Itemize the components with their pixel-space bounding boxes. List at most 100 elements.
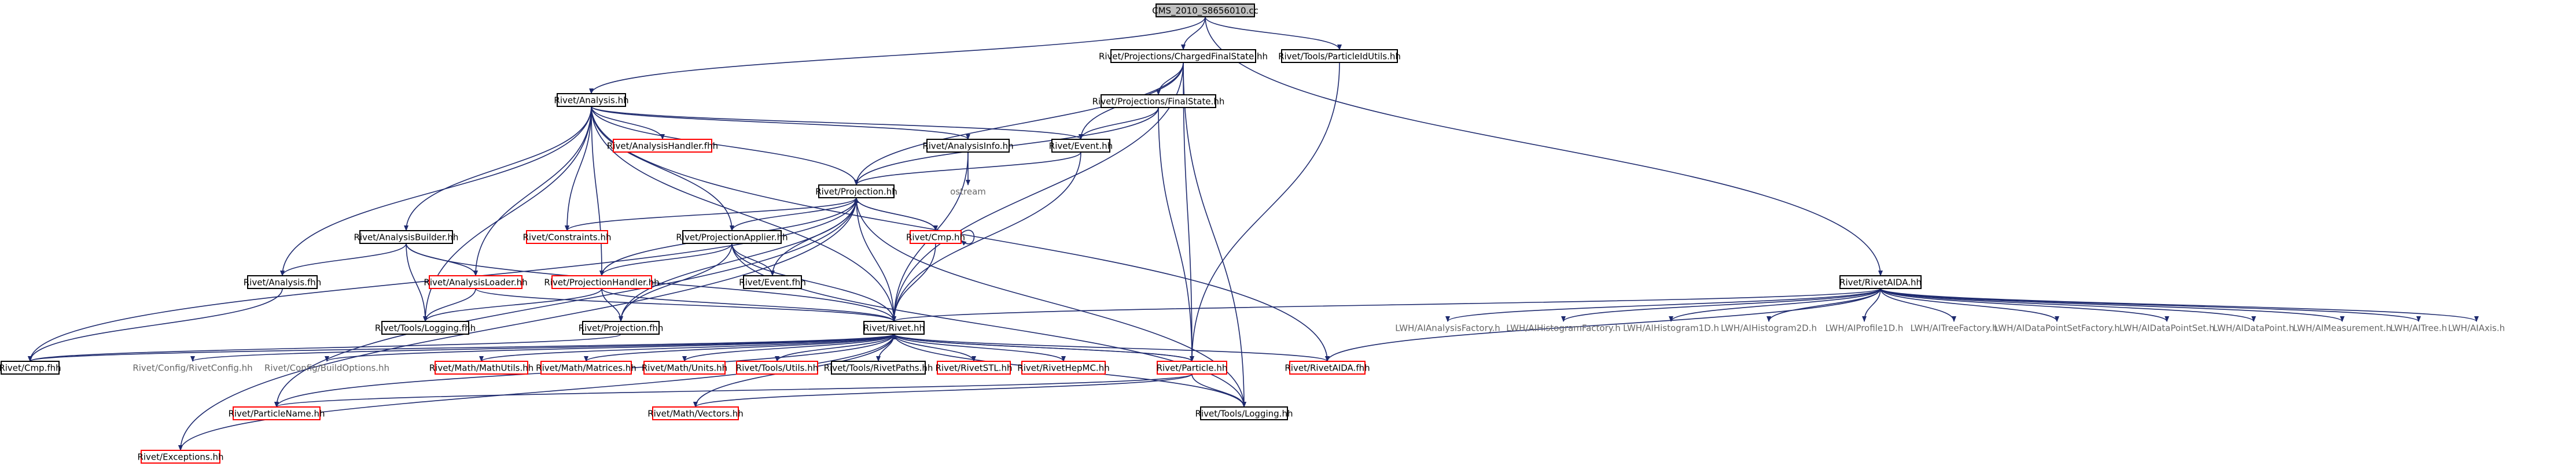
node-rivet-constraints-hh[interactable]: Rivet/Constraints.hh (523, 230, 612, 244)
node-rivet-analysisloader-hh[interactable]: Rivet/AnalysisLoader.hh (424, 275, 528, 289)
node-box (937, 361, 1011, 375)
node-rivet-cmp-hh[interactable]: Rivet/Cmp.hh (906, 230, 965, 244)
node-box (582, 321, 660, 335)
node-box (613, 139, 712, 153)
node-box (743, 275, 802, 289)
node-rivet-event-fhh[interactable]: Rivet/Event.fhh (739, 275, 806, 289)
node-label: Rivet/Exceptions.hh (137, 452, 223, 462)
edge-abuilder-to-logfhh (406, 243, 428, 322)
node-rivet-config-buildoptions-hh: Rivet/Config/BuildOptions.hh (264, 363, 389, 373)
node-label: Rivet/RivetAIDA.fhh (1285, 363, 1370, 373)
edge-analysis-to-aloader (473, 106, 592, 276)
node-rivet-config-rivetconfig-hh: Rivet/Config/RivetConfig.hh (133, 363, 252, 373)
edge-raida-to-lwh_dps (1880, 288, 2169, 322)
node-lwh-aidatapoint-h: LWH/AIDataPoint.h (2213, 323, 2294, 334)
edge-event-to-rivethh (892, 151, 1081, 322)
node-rivet-exceptions-hh[interactable]: Rivet/Exceptions.hh (137, 450, 224, 464)
node-cms-2010-s8656010-cc[interactable]: CMS_2010_S8656010.cc (1152, 3, 1258, 17)
edge-phandler-to-logfhh (423, 288, 602, 322)
edge-cfs-to-particle (1183, 62, 1194, 362)
node-label: LWH/AIHistogram2D.h (1721, 323, 1817, 334)
node-rivet-rivetstl-hh[interactable]: Rivet/RivetSTL.hh (935, 361, 1013, 375)
node-rivet-math-matrices-hh[interactable]: Rivet/Math/Matrices.hh (536, 361, 636, 375)
edge-cfs-to-rivethh (892, 62, 1184, 322)
node-rivet-projectionapplier-hh[interactable]: Rivet/ProjectionApplier.hh (676, 230, 788, 244)
node-label: Rivet/RivetAIDA.hh (1839, 277, 1922, 288)
node-label: Rivet/Config/BuildOptions.hh (264, 363, 389, 373)
node-rivet-math-vectors-hh[interactable]: Rivet/Math/Vectors.hh (647, 406, 744, 420)
node-label: Rivet/Constraints.hh (523, 232, 612, 243)
node-lwh-aimeasurement-h: LWH/AIMeasurement.h (2293, 323, 2391, 334)
edge-particle-to-rivethh (892, 334, 1193, 362)
node-box (381, 321, 469, 335)
node-label: Rivet/Tools/Logging.fhh (375, 323, 476, 334)
node-box (359, 230, 453, 244)
edge-rivethh-to-hepmc (893, 334, 1066, 362)
node-label: Rivet/AnalysisInfo.hh (922, 141, 1013, 151)
edge-projfhh-to-cmpfhh (28, 334, 621, 362)
node-rivet-cmp-fhh[interactable]: Rivet/Cmp.fhh (0, 361, 61, 375)
node-rivet-analysishandler-fhh[interactable]: Rivet/AnalysisHandler.fhh (607, 139, 718, 153)
edge-abuilder-to-afhh (280, 243, 407, 276)
node-rivet-tools-logging-fhh[interactable]: Rivet/Tools/Logging.fhh (375, 321, 476, 335)
node-box (1157, 361, 1227, 375)
node-rivet-particle-hh[interactable]: Rivet/Particle.hh (1157, 361, 1228, 375)
node-rivet-tools-rivetpaths-hh[interactable]: Rivet/Tools/RivetPaths.hh (824, 361, 933, 375)
edge-raida-to-lwh_dp (1880, 288, 2256, 322)
edge-cfs-to-fs (1156, 62, 1184, 95)
node-rivet-projections-chargedfinalstate-hh[interactable]: Rivet/Projections/ChargedFinalState.hh (1099, 49, 1268, 63)
node-rivet-math-mathutils-hh[interactable]: Rivet/Math/MathUtils.hh (429, 361, 534, 375)
node-rivet-projection-hh[interactable]: Rivet/Projection.hh (815, 184, 897, 198)
edge-aloader-to-logfhh (423, 288, 476, 322)
edge-raida-to-lwh_tree (1880, 288, 2421, 322)
node-box (1200, 406, 1288, 420)
edge-rivethh-to-stl (893, 334, 976, 362)
edge-raida-to-lwh_tf (1880, 288, 1956, 322)
edge-raida-to-lwh_p1 (1862, 288, 1881, 322)
node-label: LWH/AIDataPointSetFactory.h (1994, 323, 2119, 334)
node-box (233, 406, 321, 420)
node-rivet-tools-logging-hh[interactable]: Rivet/Tools/Logging.hh (1195, 406, 1293, 420)
node-lwh-aidatapointset-h: LWH/AIDataPointSet.h (2119, 323, 2215, 334)
node-rivet-tools-particleidutils-hh[interactable]: Rivet/Tools/ParticleIdUtils.hh (1278, 49, 1401, 63)
node-rivet-event-hh[interactable]: Rivet/Event.hh (1049, 139, 1113, 153)
node-rivet-projection-fhh[interactable]: Rivet/Projection.fhh (579, 321, 664, 335)
node-box (435, 361, 528, 375)
node-rivet-analysisinfo-hh[interactable]: Rivet/AnalysisInfo.hh (922, 139, 1014, 153)
node-label: Rivet/Projections/ChargedFinalState.hh (1099, 51, 1268, 62)
node-lwh-aiaxis-h: LWH/AIAxis.h (2448, 323, 2505, 334)
node-rivet-rivethepmc-hh[interactable]: Rivet/RivetHepMC.hh (1017, 361, 1110, 375)
node-box (1155, 3, 1255, 17)
edge-raida-to-rivethh (892, 288, 1881, 322)
node-rivet-analysis-hh[interactable]: Rivet/Analysis.hh (554, 93, 629, 107)
node-rivet-rivetaida-fhh[interactable]: Rivet/RivetAIDA.fhh (1285, 361, 1370, 375)
node-rivet-rivet-hh[interactable]: Rivet/Rivet.hh (863, 321, 925, 335)
node-rivet-analysisbuilder-hh[interactable]: Rivet/AnalysisBuilder.hh (354, 230, 459, 244)
node-label: Rivet/Math/Matrices.hh (536, 363, 636, 373)
node-label: Rivet/Projection.hh (815, 187, 897, 197)
edge-root-to-analysis (589, 16, 1206, 94)
node-rivet-tools-utils-hh[interactable]: Rivet/Tools/Utils.hh (736, 361, 818, 375)
node-rivet-particlename-hh[interactable]: Rivet/ParticleName.hh (228, 406, 325, 420)
node-label: Rivet/Cmp.hh (906, 232, 965, 243)
node-box (863, 321, 925, 335)
node-rivet-math-units-hh[interactable]: Rivet/Math/Units.hh (642, 361, 727, 375)
node-lwh-aitreefactory-h: LWH/AITreeFactory.h (1910, 323, 1997, 334)
node-rivet-analysis-fhh[interactable]: Rivet/Analysis.fhh (244, 275, 322, 289)
node-label: LWH/AIDataPointSet.h (2119, 323, 2215, 334)
node-rivet-rivetaida-hh[interactable]: Rivet/RivetAIDA.hh (1839, 275, 1922, 289)
node-box (643, 361, 726, 375)
node-label: Rivet/Event.hh (1049, 141, 1113, 151)
node-box (1281, 49, 1398, 63)
edge-cfs-to-loghh (1183, 62, 1246, 408)
node-box (1839, 275, 1922, 289)
edge-raida-to-lwh_h2 (1767, 288, 1881, 322)
node-box (1289, 361, 1366, 375)
edge-analysis-to-ainfo (591, 106, 970, 140)
edge-papplier-to-loghh (731, 243, 1246, 408)
node-box (736, 361, 818, 375)
node-rivet-projectionhandler-hh[interactable]: Rivet/ProjectionHandler.hh (544, 275, 660, 289)
node-box (926, 139, 1010, 153)
edge-cfs-to-projection (854, 62, 1184, 186)
node-rivet-projections-finalstate-hh[interactable]: Rivet/Projections/FinalState.hh (1092, 94, 1225, 108)
